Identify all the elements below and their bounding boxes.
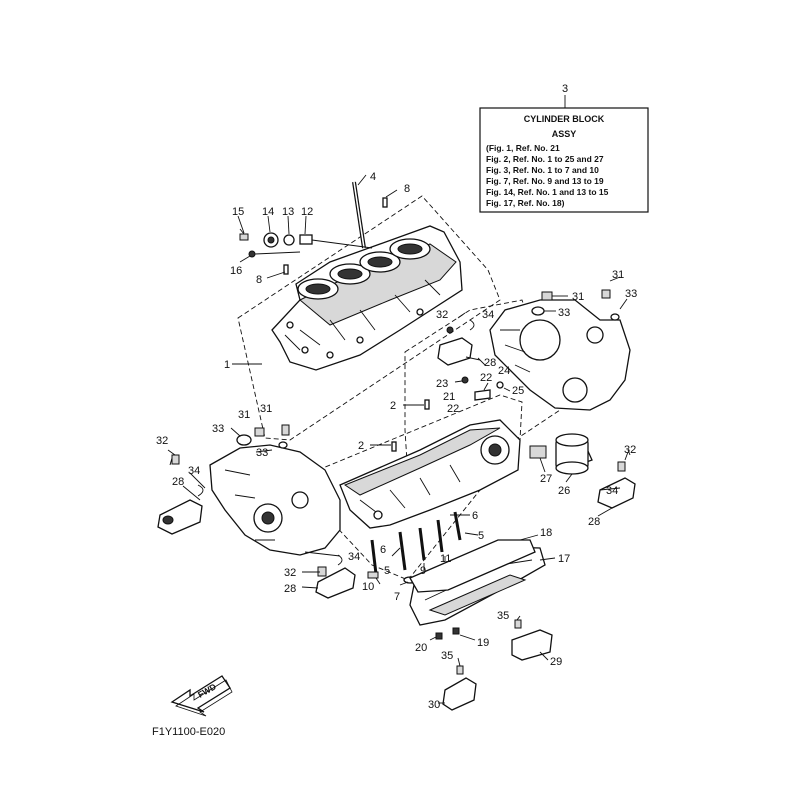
label-20: 20: [415, 642, 427, 654]
callout-line-1: (Fig. 1, Ref. No. 21: [486, 143, 560, 153]
lower-crankcase: [339, 419, 521, 529]
label-7: 7: [394, 591, 400, 603]
callout-box: 3 CYLINDER BLOCK ASSY (Fig. 1, Ref. No. …: [479, 83, 649, 213]
bracket-right-upper: [437, 319, 481, 366]
label-6a: 6: [472, 510, 478, 522]
callout-line-2: Fig. 2, Ref. No. 1 to 25 and 27: [486, 154, 604, 164]
label-19: 19: [477, 637, 489, 649]
label-11: 11: [440, 553, 451, 565]
right-crankcase-cover: [489, 299, 631, 411]
part-labels: 1 2 2 4 5 5 6 6 7 8 8 9 10 11 12 13 14 1…: [156, 171, 637, 711]
label-30: 30: [428, 699, 440, 711]
callout-line-4: Fig. 7, Ref. No. 9 and 13 to 19: [486, 176, 604, 186]
callout-title-1: CYLINDER BLOCK: [524, 114, 605, 124]
bracket-bottom-center: [301, 554, 356, 599]
mid-small-parts: [370, 376, 511, 452]
label-33d: 33: [256, 447, 268, 459]
upper-cylinder-block: [271, 225, 463, 371]
label-2b: 2: [358, 440, 364, 452]
callout-line-5: Fig. 14, Ref. No. 1 and 13 to 15: [486, 187, 609, 197]
callout-title-2: ASSY: [552, 129, 577, 139]
label-22a: 22: [480, 372, 492, 384]
group-outlines: [237, 195, 561, 581]
label-26: 26: [558, 485, 570, 497]
label-31d: 31: [260, 403, 272, 415]
leader-lines: [169, 215, 631, 667]
label-33a: 33: [558, 307, 570, 319]
label-32b: 32: [284, 567, 296, 579]
pan-bolts: [429, 627, 476, 641]
label-12: 12: [301, 206, 313, 218]
bracket-left: [157, 449, 204, 535]
label-16: 16: [230, 265, 242, 277]
callout-line-6: Fig. 17, Ref. No. 18): [486, 198, 565, 208]
label-32d: 32: [624, 444, 636, 456]
label-31b: 31: [612, 269, 624, 281]
label-5a: 5: [478, 530, 484, 542]
label-9: 9: [420, 565, 426, 577]
label-15: 15: [232, 206, 244, 218]
label-24: 24: [498, 365, 510, 377]
label-32c: 32: [436, 309, 448, 321]
right-fasteners: [531, 276, 628, 321]
label-28d: 28: [588, 516, 600, 528]
label-18: 18: [540, 527, 552, 539]
bracket-30: [438, 665, 477, 711]
label-21: 21: [443, 391, 455, 403]
label-6b: 6: [380, 544, 386, 556]
label-28c: 28: [484, 357, 496, 369]
bracket-29: [511, 619, 553, 661]
label-28b: 28: [284, 583, 296, 595]
label-22b: 22: [447, 403, 459, 415]
label-14: 14: [262, 206, 274, 218]
label-31a: 31: [572, 291, 584, 303]
label-34b: 34: [348, 551, 360, 563]
stud-bolt: [352, 174, 367, 249]
label-10: 10: [362, 581, 374, 593]
label-23: 23: [436, 378, 448, 390]
label-1: 1: [224, 359, 230, 371]
oil-pan-gasket: [409, 534, 539, 593]
upper-small-parts: [239, 228, 373, 263]
label-5b: 5: [384, 565, 390, 577]
label-35a: 35: [497, 610, 509, 622]
label-27: 27: [540, 473, 552, 485]
bracket-right-lower: [597, 451, 636, 517]
label-34d: 34: [606, 485, 618, 497]
label-35b: 35: [441, 650, 453, 662]
label-28a: 28: [172, 476, 184, 488]
callout-line-3: Fig. 3, Ref. No. 1 to 7 and 10: [486, 165, 599, 175]
fwd-arrow-icon: FWD: [170, 675, 233, 717]
label-25: 25: [512, 385, 524, 397]
label-31c: 31: [238, 409, 250, 421]
label-17: 17: [558, 553, 570, 565]
figure-code: F1Y1100-E020: [152, 726, 225, 738]
label-2a: 2: [390, 400, 396, 412]
dowel-pin: [382, 197, 388, 208]
label-33c: 33: [212, 423, 224, 435]
label-8b: 8: [256, 274, 262, 286]
label-8a: 8: [404, 183, 410, 195]
left-crankcase-cover: [209, 444, 341, 556]
label-32a: 32: [156, 435, 168, 447]
oil-filter: [529, 433, 593, 483]
label-34a: 34: [188, 465, 200, 477]
label-4: 4: [370, 171, 376, 183]
label-29: 29: [550, 656, 562, 668]
label-3: 3: [562, 83, 568, 95]
label-34c: 34: [482, 309, 494, 321]
label-13: 13: [282, 206, 294, 218]
label-33b: 33: [625, 288, 637, 300]
left-fasteners: [230, 424, 290, 453]
